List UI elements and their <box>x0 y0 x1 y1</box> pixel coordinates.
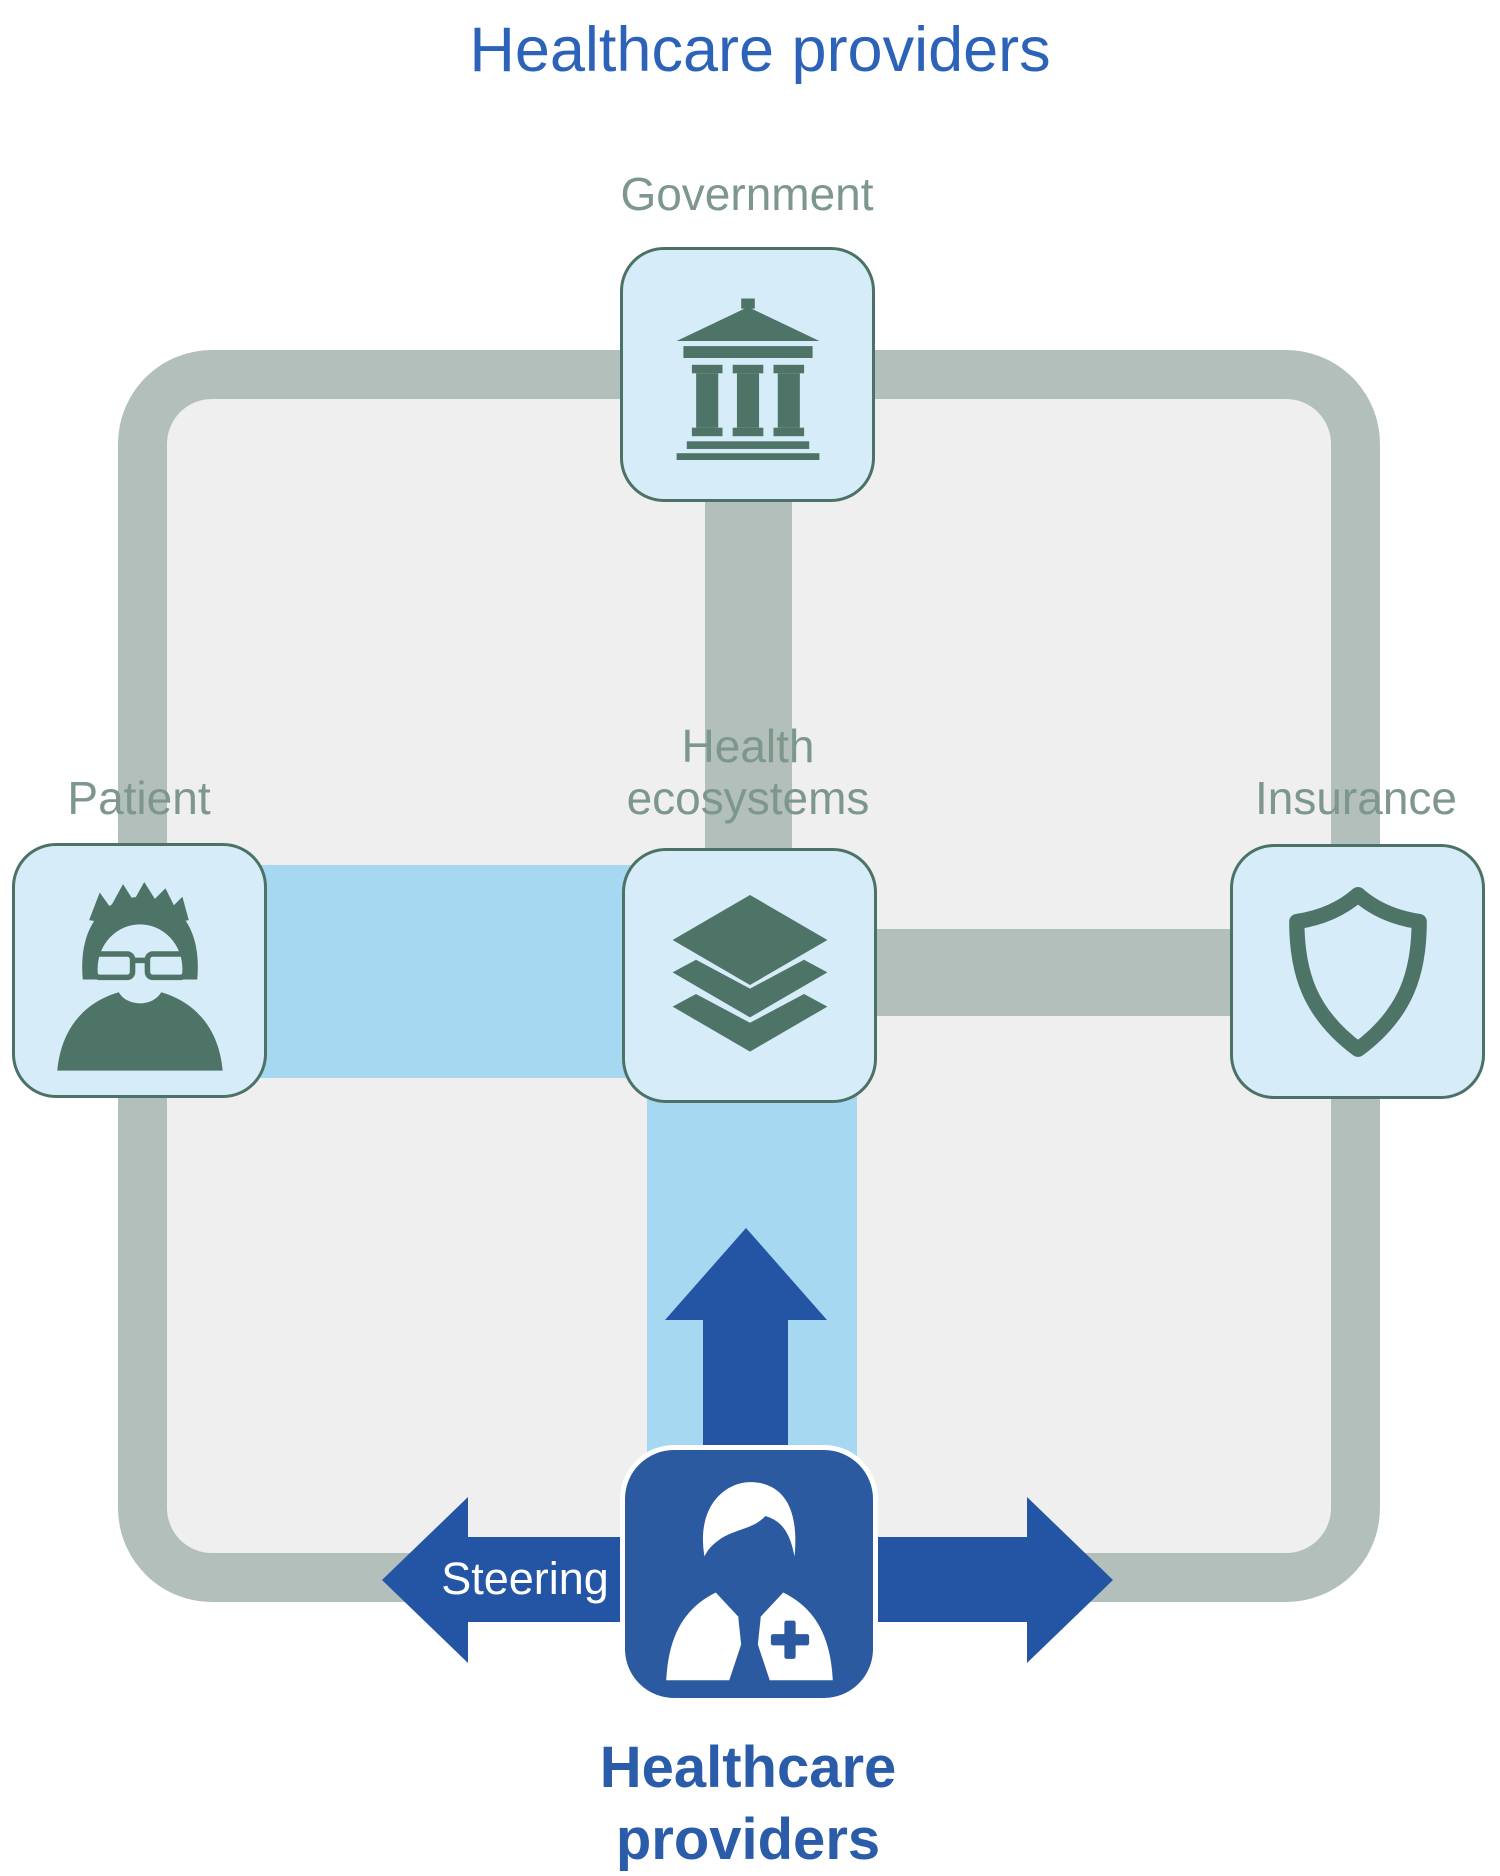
shield-icon <box>1288 886 1427 1057</box>
health-ecosystems-node <box>622 848 877 1103</box>
health-ecosystems-label-line1: Health <box>681 720 815 772</box>
steering-label: Steering <box>441 1553 609 1604</box>
healthcare-providers-label-line2: providers <box>615 1807 881 1872</box>
government-label: Government <box>620 168 874 220</box>
band-patient-ecosystem <box>240 865 640 1078</box>
healthcare-providers-node <box>620 1445 878 1703</box>
connector-ecosystem-insurance <box>870 929 1250 1016</box>
health-ecosystems-label: Health ecosystems <box>448 720 1048 824</box>
health-ecosystems-label-line2: ecosystems <box>626 772 870 824</box>
page-title: Healthcare providers <box>469 15 1051 85</box>
healthcare-providers-label-line1: Healthcare <box>599 1735 897 1800</box>
government-node <box>620 247 875 502</box>
insurance-node <box>1230 844 1485 1099</box>
connector-government-ecosystem <box>705 470 792 870</box>
patient-label: Patient <box>67 772 211 824</box>
patient-node <box>12 843 267 1098</box>
patient-person-icon <box>56 881 223 1071</box>
doctor-icon <box>665 1481 833 1680</box>
insurance-label: Insurance <box>1254 772 1457 824</box>
up-arrow <box>665 1228 827 1460</box>
layers-icon <box>672 894 827 1052</box>
government-building-icon <box>676 298 819 460</box>
healthcare-providers-label: Healthcare providers <box>448 1732 1048 1876</box>
